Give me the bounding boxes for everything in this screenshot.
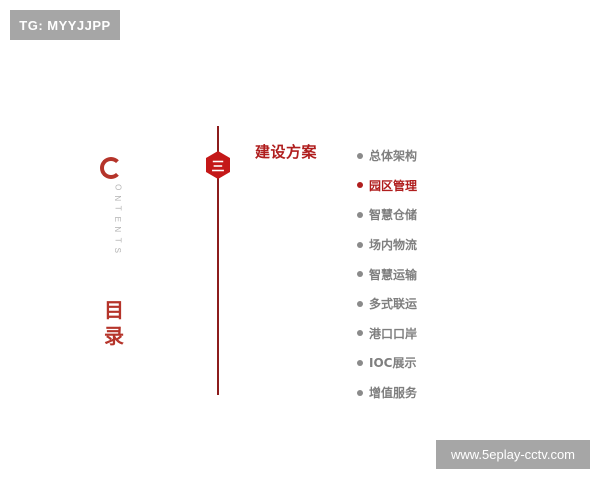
bullet-icon [357, 241, 363, 248]
menu-item[interactable]: 多式联运 [357, 289, 417, 319]
contents-letter: T [113, 205, 123, 211]
menu-item[interactable]: 港口口岸 [357, 319, 417, 349]
bullet-icon [357, 330, 363, 337]
menu-item-label: IOC展示 [369, 356, 417, 371]
bullet-icon [357, 152, 363, 159]
menu-item[interactable]: 智慧仓储 [357, 200, 417, 230]
bullet-icon [357, 182, 363, 189]
bullet-icon [357, 211, 363, 218]
table-of-contents-title: 目录 [104, 298, 124, 348]
menu-item-active[interactable]: 园区管理 [357, 171, 417, 201]
section-title: 建设方案 [255, 143, 318, 161]
menu-item-label: 园区管理 [369, 178, 418, 193]
watermark-top-left: TG: MYYJJPP [10, 10, 120, 40]
contents-letter: T [113, 237, 123, 243]
bullet-icon [357, 300, 363, 307]
bullet-icon [357, 359, 363, 366]
menu-item[interactable]: 智慧运输 [357, 259, 417, 289]
menu-item-label: 场内物流 [369, 238, 418, 253]
watermark-bottom-right: www.5eplay-cctv.com [436, 440, 590, 469]
bullet-icon [357, 271, 363, 278]
menu-item-label: 智慧仓储 [369, 208, 418, 223]
menu-item[interactable]: 场内物流 [357, 230, 417, 260]
section-number: 三 [211, 159, 225, 175]
contents-letter: N [113, 194, 123, 201]
contents-letter: S [113, 247, 123, 253]
menu-item-label: 港口口岸 [369, 326, 418, 341]
menu-item[interactable]: 增值服务 [357, 378, 417, 408]
menu-item-label: 智慧运输 [369, 267, 418, 282]
contents-letter: E [113, 216, 123, 222]
contents-letter: N [113, 226, 123, 233]
section-menu: 总体架构 园区管理 智慧仓储 场内物流 智慧运输 多式联运 港口口岸 IOC展示… [357, 141, 417, 407]
contents-c-arc-icon [100, 157, 122, 179]
contents-letter: O [113, 184, 123, 191]
menu-item-label: 总体架构 [369, 149, 418, 164]
timeline-line [217, 126, 219, 395]
bullet-icon [357, 389, 363, 396]
menu-item[interactable]: IOC展示 [357, 348, 417, 378]
menu-item-label: 增值服务 [369, 386, 418, 401]
menu-item-label: 多式联运 [369, 297, 418, 312]
contents-vertical-label: O N T E N T S [112, 182, 122, 256]
section-number-hexagon: 三 [206, 151, 230, 179]
menu-item[interactable]: 总体架构 [357, 141, 417, 171]
